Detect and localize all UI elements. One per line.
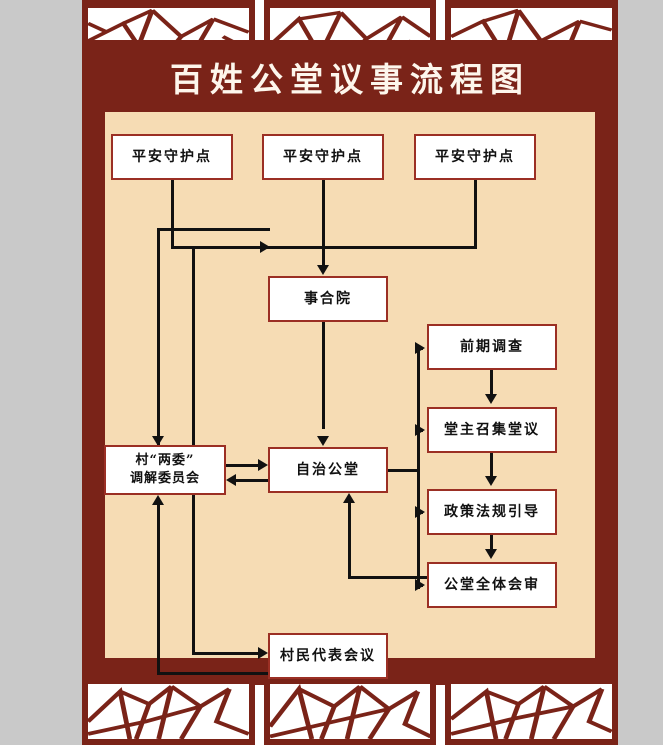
node-guard-point-2[interactable]: 平安守护点 [262,134,384,180]
node-preliminary-investigation[interactable]: 前期调查 [427,324,557,370]
edge-guard-bus [171,246,477,249]
arrowhead-policy-top [485,476,497,486]
arrowhead-into-gongtang-bottom [343,493,355,503]
edge-host-to-policy [490,453,493,479]
node-village-committee[interactable]: 村“两委” 调解委员会 [104,445,226,495]
arrowhead-into-gongtang-top [317,436,329,446]
node-host-convenes[interactable]: 堂主召集堂议 [427,407,557,453]
edge-policy-to-review [490,535,493,552]
arrowhead-into-host-convenes [415,424,425,436]
arrowhead-into-shiheyuan-left [260,241,270,253]
arrowhead-review-top [485,549,497,559]
node-village-committee-line1: 村“两委” [135,453,195,469]
lattice-panel [445,676,619,745]
edge-villager-return-h [157,672,270,675]
arrowhead-to-committee-right [226,474,236,486]
page-title: 百姓公堂议事流程图 [170,60,530,99]
arrowhead-into-villager-left [258,647,268,659]
edge-gongtang-to-committee [235,479,268,482]
node-shiheyuan[interactable]: 事合院 [268,276,388,322]
poster-root: 百姓公堂议事流程图 平安守护点 平安守护点 平安守护点 事合院 村“两委” 调解… [82,0,619,745]
edge-right-bus [417,349,420,589]
arrowhead-into-shiheyuan [317,265,329,275]
lattice-panel [82,676,255,745]
node-guard-point-3[interactable]: 平安守护点 [414,134,536,180]
poster-frame: 百姓公堂议事流程图 平安守护点 平安守护点 平安守护点 事合院 村“两委” 调解… [82,40,618,685]
edge-guard3-down [474,180,477,248]
edge-inner-loop-h [192,246,264,249]
ornament-band-bottom [82,676,619,745]
lattice-panel [82,0,255,58]
edge-to-villager-h [192,652,260,655]
node-full-review[interactable]: 公堂全体会审 [427,562,557,608]
edge-committee-to-gongtang [226,464,260,467]
node-zizhi-gongtang[interactable]: 自治公堂 [268,447,388,493]
arrowhead-into-policy-guidance [415,506,425,518]
edge-villager-return-v [157,504,160,675]
arrowhead-into-full-review [415,579,425,591]
edge-preliminary-to-host [490,370,493,396]
edge-shiheyuan-to-gongtang [322,322,325,429]
node-villager-rep-meeting[interactable]: 村民代表会议 [268,633,388,679]
edge-committee-loop-h [157,228,270,231]
arrowhead-into-committee-bottom [152,495,164,505]
node-village-committee-line2: 调解委员会 [129,471,200,486]
arrowhead-into-committee-top [152,436,164,446]
edge-guard1-down [171,180,174,248]
edge-committee-loop-v [157,228,160,447]
node-policy-guidance[interactable]: 政策法规引导 [427,489,557,535]
edge-inner-loop-v [192,246,195,446]
flow-canvas: 平安守护点 平安守护点 平安守护点 事合院 村“两委” 调解委员会 自治公堂 前… [82,40,618,685]
edge-to-villager-v [192,495,195,655]
edge-review-return-v [348,502,351,579]
node-guard-point-1[interactable]: 平安守护点 [111,134,233,180]
edge-review-return-h [348,576,428,579]
edge-gongtang-to-rightbus [388,469,420,472]
lattice-panel [263,676,437,745]
arrowhead-host-top [485,394,497,404]
flowchart-board: 平安守护点 平安守护点 平安守护点 事合院 村“两委” 调解委员会 自治公堂 前… [104,112,595,679]
arrowhead-to-gongtang-left [258,459,268,471]
arrowhead-into-preliminary [415,342,425,354]
edge-guard2-down [322,180,325,266]
